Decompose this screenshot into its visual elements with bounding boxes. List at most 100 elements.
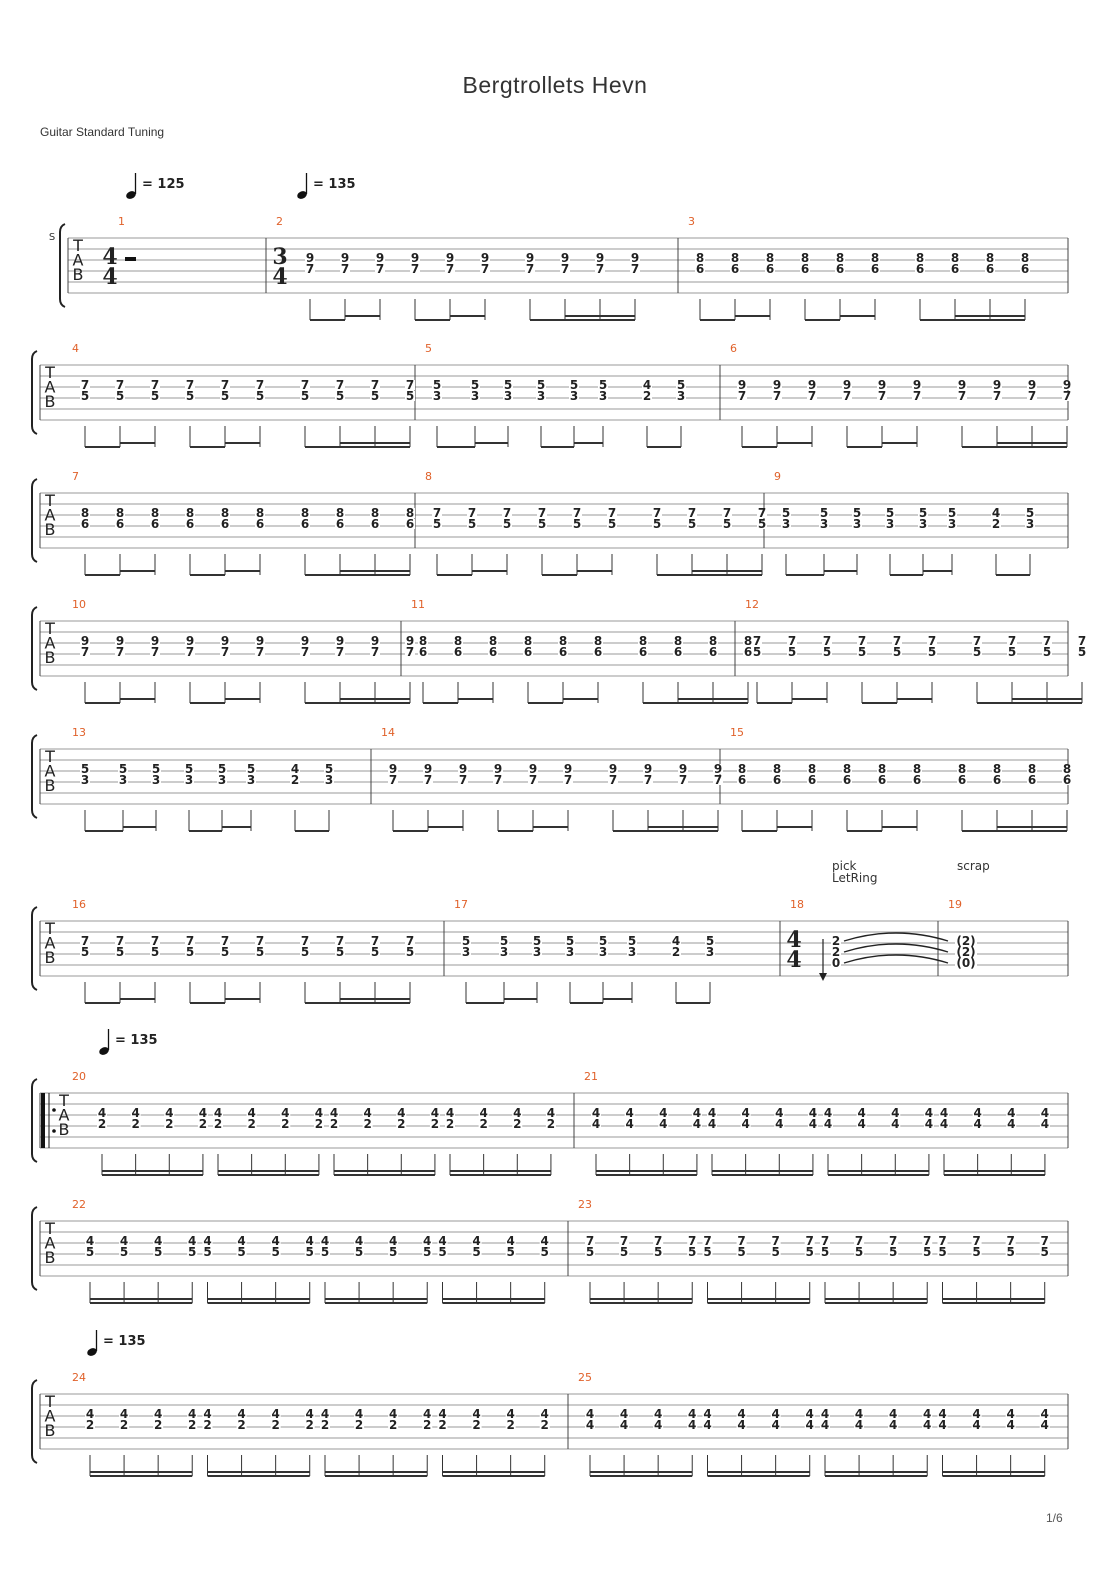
fret-number: 5 bbox=[506, 1245, 514, 1259]
fret-bg bbox=[220, 380, 230, 390]
fret-bg bbox=[335, 647, 345, 657]
fret-bg bbox=[947, 508, 957, 518]
fret-bg bbox=[335, 947, 345, 957]
fret-number: 5 bbox=[355, 1245, 363, 1259]
fret-number: 6 bbox=[186, 517, 194, 531]
fret-number: 7 bbox=[116, 378, 124, 392]
tab-clef-letter: A bbox=[45, 762, 56, 781]
fret-bg bbox=[854, 1409, 865, 1419]
fret-number: 5 bbox=[771, 1245, 779, 1259]
fret-number: 8 bbox=[958, 762, 966, 776]
fret-number: 4 bbox=[972, 1418, 980, 1432]
fret-bg bbox=[820, 1420, 830, 1430]
fret-number: 5 bbox=[886, 506, 894, 520]
fret-bg bbox=[422, 1247, 433, 1257]
fret-number: 5 bbox=[472, 1245, 480, 1259]
fret-number: 4 bbox=[643, 378, 651, 392]
fret-number: 7 bbox=[973, 634, 981, 648]
fret-number: 7 bbox=[923, 1234, 931, 1248]
fret-number: 8 bbox=[221, 506, 229, 520]
fret-bg bbox=[537, 508, 547, 518]
fret-bg bbox=[187, 1409, 198, 1419]
fret-bg bbox=[804, 1247, 815, 1257]
time-signature-bottom: 4 bbox=[272, 264, 287, 290]
tied-fret-number: (2) bbox=[956, 945, 975, 959]
fret-bg bbox=[937, 1247, 948, 1257]
fret-bg bbox=[691, 1108, 702, 1118]
fret-number: 6 bbox=[336, 517, 344, 531]
fret-bg bbox=[653, 1236, 664, 1246]
fret-bg bbox=[842, 775, 852, 785]
time-signature-top: 3 bbox=[272, 244, 287, 270]
fret-number: 4 bbox=[321, 1234, 329, 1248]
fret-bg bbox=[246, 764, 256, 774]
tie-arc bbox=[843, 943, 949, 953]
fret-number: 3 bbox=[433, 389, 441, 403]
fret-number: 6 bbox=[1028, 773, 1036, 787]
fret-number: 7 bbox=[928, 634, 936, 648]
fret-bg bbox=[595, 264, 605, 274]
fret-bg bbox=[354, 1236, 365, 1246]
fret-number: 4 bbox=[423, 1234, 431, 1248]
fret-bg bbox=[923, 1119, 934, 1129]
fret-bg bbox=[85, 1236, 95, 1246]
fret-bg bbox=[470, 391, 480, 401]
fret-bg bbox=[558, 636, 568, 646]
fret-number: 5 bbox=[271, 1245, 279, 1259]
fret-bg bbox=[445, 1108, 455, 1118]
fret-bg bbox=[572, 508, 582, 518]
fret-number: 5 bbox=[533, 934, 541, 948]
fret-number: 4 bbox=[321, 1407, 329, 1421]
fret-bg bbox=[437, 1420, 448, 1430]
fret-number: 8 bbox=[301, 506, 309, 520]
fret-number: 8 bbox=[731, 251, 739, 265]
fret-number: 4 bbox=[188, 1234, 196, 1248]
fret-bg bbox=[335, 936, 345, 946]
fret-bg bbox=[255, 508, 265, 518]
fret-bg bbox=[429, 1119, 440, 1129]
fret-bg bbox=[687, 1236, 698, 1246]
fret-number: 6 bbox=[878, 773, 886, 787]
fret-number: 7 bbox=[893, 634, 901, 648]
fret-bg bbox=[678, 764, 688, 774]
fret-number: 6 bbox=[221, 517, 229, 531]
fret-number: 2 bbox=[247, 1117, 255, 1131]
fret-number: 9 bbox=[424, 762, 432, 776]
fret-bg bbox=[528, 764, 538, 774]
fret-number: 4 bbox=[306, 1234, 314, 1248]
fret-number: 6 bbox=[871, 262, 879, 276]
fret-number: 6 bbox=[773, 773, 781, 787]
fret-number: 4 bbox=[940, 1106, 948, 1120]
fret-number: 7 bbox=[301, 645, 309, 659]
fret-bg bbox=[673, 636, 683, 646]
fret-number: 7 bbox=[336, 645, 344, 659]
fret-bg bbox=[1006, 1119, 1017, 1129]
fret-number: 7 bbox=[389, 773, 397, 787]
fret-number: 3 bbox=[81, 773, 89, 787]
fret-bg bbox=[971, 1409, 982, 1419]
fret-number: 2 bbox=[832, 945, 840, 959]
fret-number: 7 bbox=[116, 934, 124, 948]
fret-bg bbox=[499, 936, 509, 946]
fret-number: 4 bbox=[824, 1117, 832, 1131]
fret-number: 7 bbox=[306, 262, 314, 276]
fret-bg bbox=[185, 519, 195, 529]
fret-number: 4 bbox=[291, 762, 299, 776]
fret-bg bbox=[80, 391, 90, 401]
fret-number: 5 bbox=[468, 517, 476, 531]
fret-number: 5 bbox=[81, 389, 89, 403]
fret-bg bbox=[912, 391, 922, 401]
fret-bg bbox=[922, 1409, 933, 1419]
system-bracket bbox=[31, 1206, 38, 1291]
fret-number: 7 bbox=[406, 645, 414, 659]
fret-number: 4 bbox=[938, 1407, 946, 1421]
tab-clef-letter: T bbox=[44, 747, 55, 766]
fret-number: 4 bbox=[423, 1407, 431, 1421]
fret-number: 7 bbox=[336, 934, 344, 948]
fret-number: 5 bbox=[221, 389, 229, 403]
fret-bg bbox=[781, 508, 791, 518]
fret-number: 7 bbox=[1008, 634, 1016, 648]
tie-arc bbox=[843, 932, 949, 942]
fret-bg bbox=[971, 1420, 982, 1430]
fret-bg bbox=[539, 1236, 550, 1246]
